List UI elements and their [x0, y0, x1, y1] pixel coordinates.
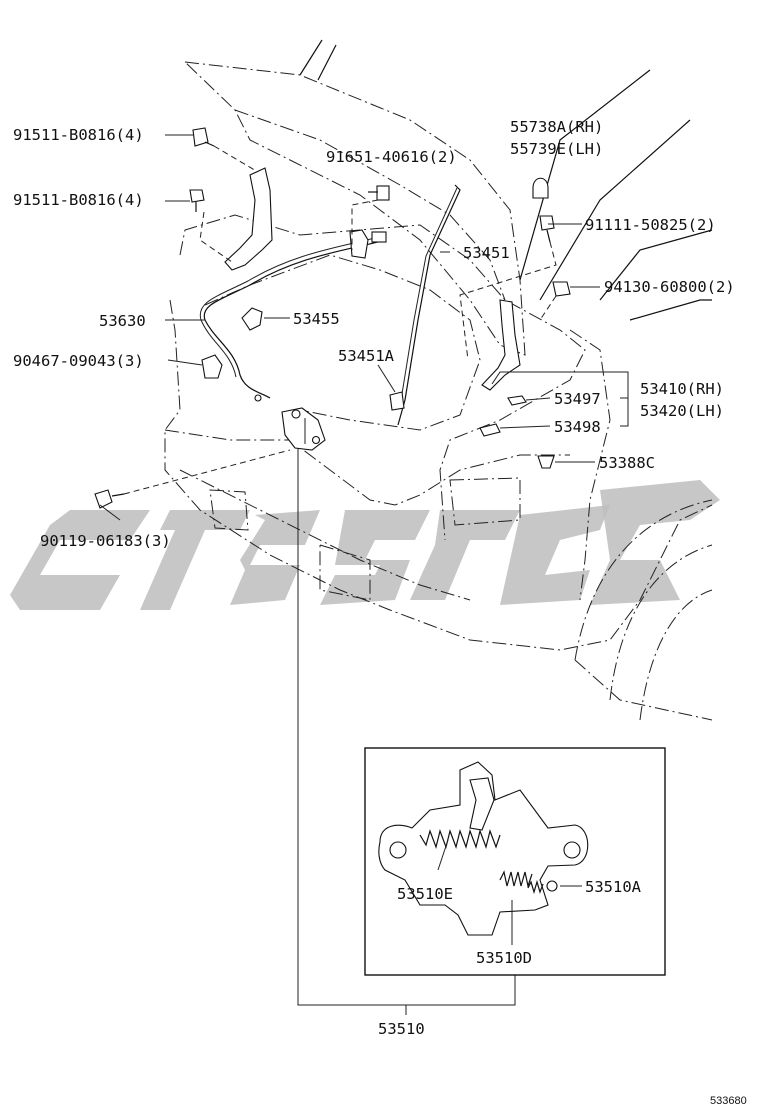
pillar-line — [317, 44, 337, 81]
front-body — [179, 214, 586, 541]
grille-slot — [319, 544, 371, 601]
leader-lines — [99, 134, 629, 1015]
lamp-outline — [449, 477, 521, 526]
hood-inner-edge — [234, 109, 506, 301]
pillar-line — [299, 39, 323, 76]
bolt-top-center — [368, 185, 390, 201]
vehicle-body — [164, 39, 713, 721]
front-side — [569, 329, 611, 601]
parts — [94, 127, 571, 509]
label-grommet-left: 90467-09043(3) — [13, 352, 144, 370]
bolt-right — [539, 215, 555, 243]
hood-lock-body — [281, 407, 326, 451]
latch — [469, 777, 495, 831]
hood-panel — [183, 61, 526, 356]
clamp-53455 — [241, 307, 263, 331]
grommet-left — [201, 354, 223, 379]
label-bolt-right: 91111-50825(2) — [585, 216, 716, 234]
pillar-line — [629, 299, 712, 321]
spring-end — [546, 880, 558, 892]
lock-inset — [364, 747, 666, 976]
spring-53510D — [499, 870, 533, 889]
nut-right — [552, 281, 571, 297]
rod-holder — [389, 391, 405, 411]
wheel-arch — [639, 589, 713, 721]
bolt-upper-left — [192, 127, 215, 147]
labels: 91511-B0816(4) 91511-B0816(4) 91651-4061… — [13, 118, 747, 1107]
cable-end-ring — [254, 394, 262, 402]
pillar-line — [539, 119, 691, 301]
shim-53497 — [507, 395, 527, 406]
label-cushion-rh: 55738A(RH) — [510, 118, 603, 136]
wheel-arch — [609, 544, 713, 701]
label-bolt-upper-left: 91511-B0816(4) — [13, 126, 144, 144]
bolt-mid-left — [189, 189, 205, 212]
label-hinge-lh: 53420(LH) — [640, 402, 724, 420]
release-cable-inner — [199, 235, 383, 378]
mount-hole-left — [389, 841, 407, 859]
cushion-55738A — [532, 177, 549, 199]
hinge-right — [481, 299, 521, 391]
lamp-outline — [209, 489, 249, 531]
shim-53498 — [479, 423, 501, 437]
label-rod-holder: 53451A — [338, 347, 395, 365]
mount-hole-right — [563, 841, 581, 859]
label-bolt-lower-left: 90119-06183(3) — [40, 532, 171, 550]
label-lock-spring-a: 53510A — [585, 878, 642, 896]
label-shim-1: 53497 — [554, 390, 601, 408]
label-shim-2: 53498 — [554, 418, 601, 436]
cable-bracket — [349, 229, 369, 259]
label-bolt-top-center: 91651-40616(2) — [326, 148, 457, 166]
spring-53510E — [419, 828, 501, 850]
label-lock-spring-e: 53510E — [397, 885, 453, 903]
label-bolt-mid-left: 91511-B0816(4) — [13, 191, 144, 209]
bolt-lower-left — [94, 489, 125, 509]
bumper-stop-53388C — [537, 455, 555, 469]
cable-end — [371, 231, 387, 243]
label-cable: 53630 — [99, 312, 146, 330]
pillar-line — [519, 69, 651, 281]
label-cushion-lh: 55739E(LH) — [510, 140, 603, 158]
wheel-arch — [574, 659, 713, 721]
spring-53510A — [527, 879, 544, 895]
wheel-arch — [574, 499, 713, 661]
label-bumper-stop: 53388C — [599, 454, 655, 472]
release-cable — [203, 239, 386, 399]
assembly-lines — [123, 145, 557, 495]
label-support-rod: 53451 — [463, 244, 510, 262]
label-hinge-rh: 53410(RH) — [640, 380, 724, 398]
label-lock-spring-d: 53510D — [476, 949, 532, 967]
engine-bay-edge — [204, 254, 481, 431]
bumper-lower — [179, 469, 471, 601]
hinge-left — [224, 167, 273, 271]
lock-plate — [378, 761, 589, 936]
label-lock-assy: 53510 — [378, 1020, 425, 1038]
pillar-line — [599, 229, 713, 301]
support-rod-inner — [400, 187, 458, 401]
label-nut-right: 94130-60800(2) — [604, 278, 735, 296]
diagram-id: 533680 — [710, 1095, 747, 1107]
front-panel-edge — [164, 299, 713, 651]
label-clamp: 53455 — [293, 310, 340, 328]
